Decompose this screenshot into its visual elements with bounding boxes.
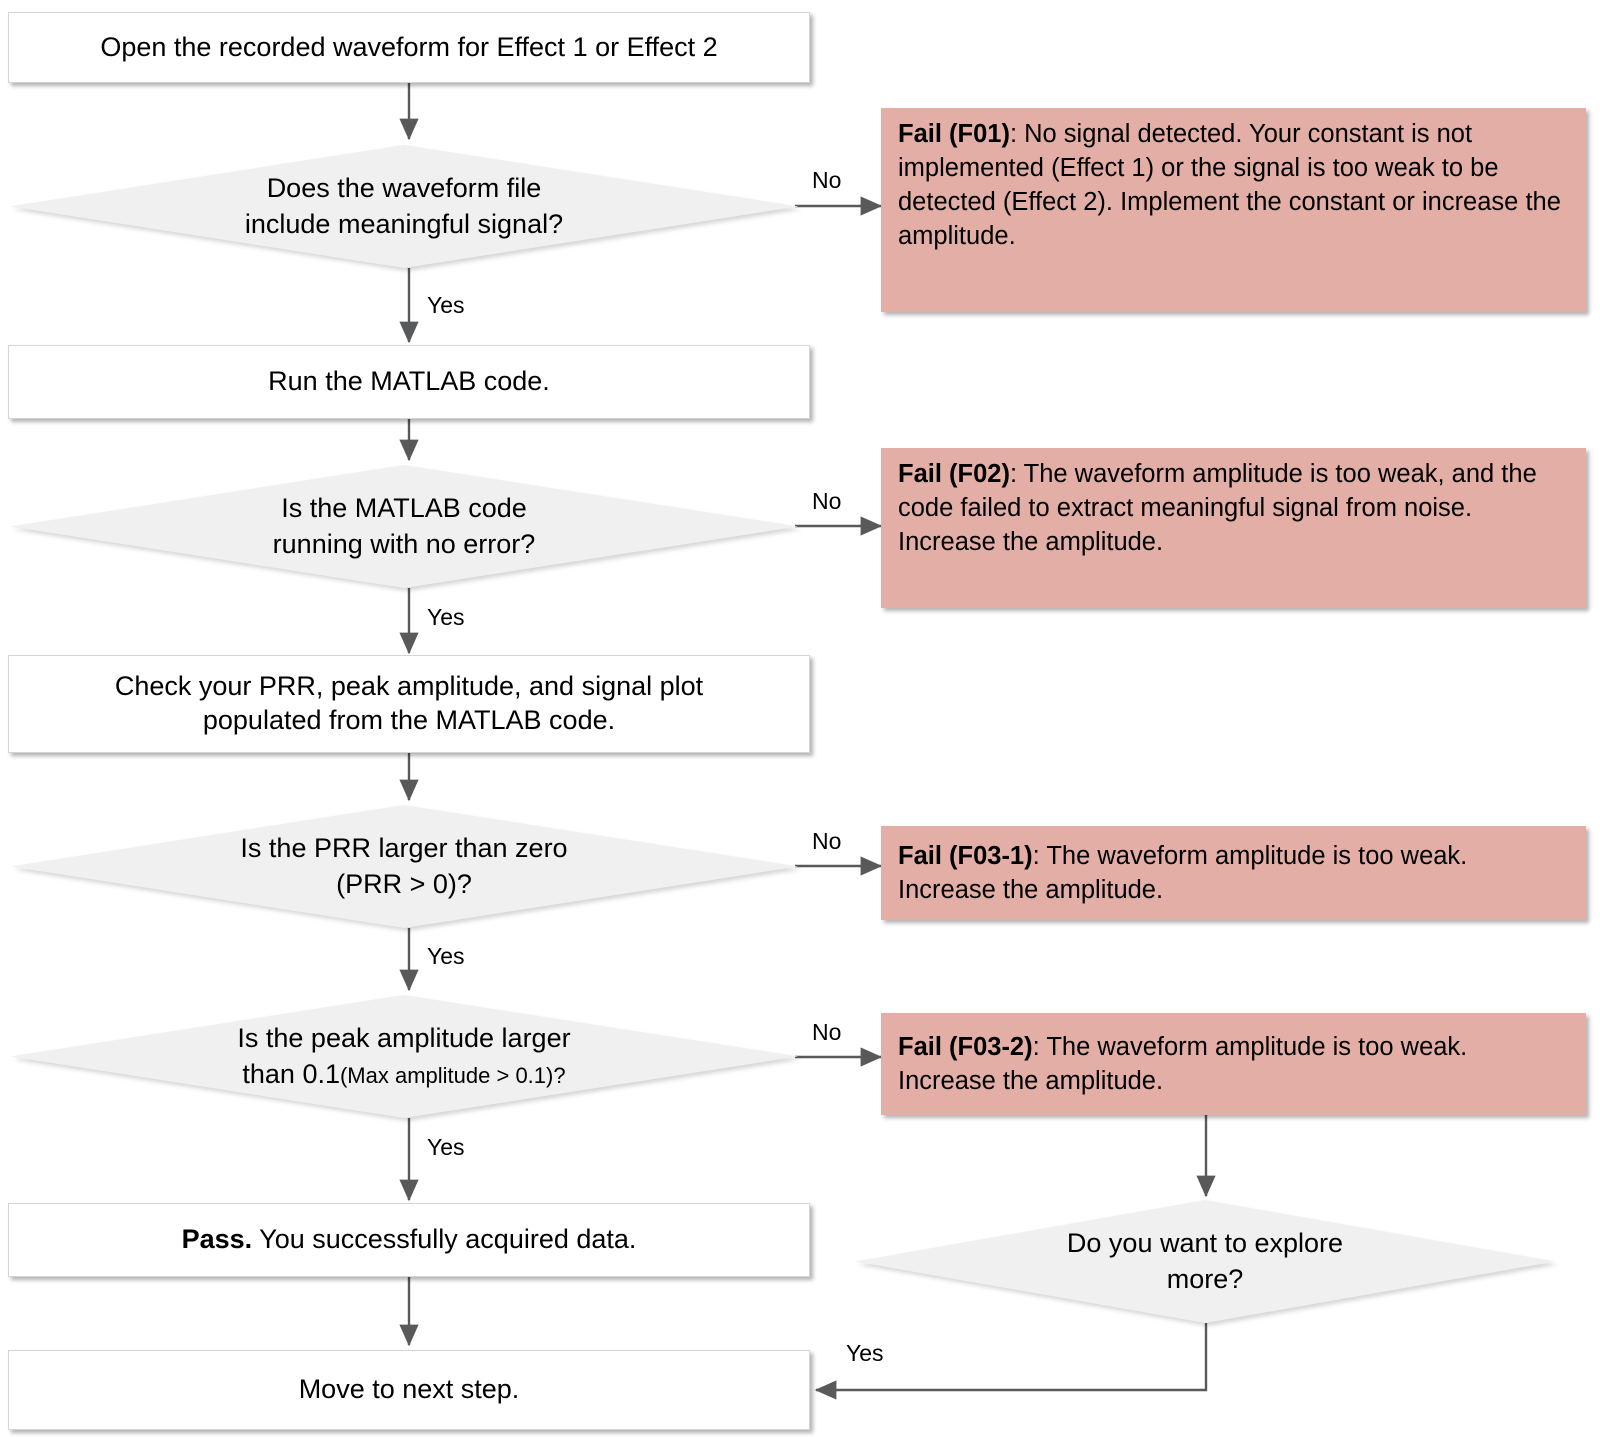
check-outputs-box: Check your PRR, peak amplitude, and sign… (8, 655, 810, 753)
fail-f01-body: : No signal detected. Your constant is n… (898, 120, 1561, 251)
pass-rest-label: You successfully acquired data. (252, 1224, 637, 1255)
fail-f02-body: : The waveform amplitude is too weak, an… (898, 460, 1537, 557)
edge-label-no-3: No (812, 828, 842, 854)
start-box-label: Open the recorded waveform for Effect 1 … (100, 31, 718, 62)
decision-matlab-no-error: Is the MATLAB code running with no error… (10, 465, 801, 591)
fail-f03-1-body: : The waveform amplitude is too weak. In… (898, 841, 1468, 904)
next-step-box: Move to next step. (8, 1350, 810, 1430)
fail-box-f01: Fail (F01): No signal detected. Your con… (881, 108, 1586, 312)
diamond-shape (10, 805, 801, 931)
decision-explore-more: Do you want to explore more? (855, 1200, 1558, 1326)
check-outputs-line-1: Check your PRR, peak amplitude, and sign… (114, 671, 704, 702)
run-matlab-box: Run the MATLAB code. (8, 345, 810, 419)
edge-label-no-1: No (812, 167, 842, 193)
decision-waveform-signal: Does the waveform file include meaningfu… (10, 145, 801, 271)
pass-bold-label: Pass. (181, 1224, 253, 1255)
check-outputs-line-2: populated from the MATLAB code. (202, 705, 616, 735)
fail-f03-2-body: : The waveform amplitude is too weak. In… (898, 1032, 1468, 1095)
fail-f03-2-code: Fail (F03-2) (898, 1032, 1033, 1061)
edge-label-yes-3: Yes (427, 943, 465, 969)
diamond-shape (10, 145, 801, 271)
diamond-shape (855, 1200, 1558, 1326)
run-matlab-label: Run the MATLAB code. (268, 366, 550, 397)
fail-box-f02: Fail (F02): The waveform amplitude is to… (881, 448, 1586, 608)
next-step-label: Move to next step. (298, 1374, 520, 1405)
decision-peak-amplitude: Is the peak amplitude larger than 0.1(Ma… (10, 995, 801, 1121)
edge-label-yes-1: Yes (427, 292, 465, 318)
decision-prr-greater-than-zero: Is the PRR larger than zero (PRR > 0)? (10, 805, 801, 931)
fail-box-f03-1: Fail (F03-1): The waveform amplitude is … (881, 826, 1586, 920)
diamond-shape (10, 465, 801, 591)
fail-box-f03-2: Fail (F03-2): The waveform amplitude is … (881, 1013, 1586, 1115)
fail-f03-1-code: Fail (F03-1) (898, 841, 1033, 870)
diamond-shape (10, 995, 801, 1121)
pass-box: Pass. You successfully acquired data. (8, 1203, 810, 1277)
start-box: Open the recorded waveform for Effect 1 … (8, 12, 810, 83)
edge-label-yes-2: Yes (427, 604, 465, 630)
edge-label-no-4: No (812, 1019, 842, 1045)
fail-f02-code: Fail (F02) (898, 460, 1010, 488)
edge-label-yes-4: Yes (427, 1134, 465, 1160)
edge-label-yes-explore: Yes (846, 1340, 884, 1366)
edge-label-no-2: No (812, 488, 842, 514)
fail-f01-code: Fail (F01) (898, 120, 1010, 148)
